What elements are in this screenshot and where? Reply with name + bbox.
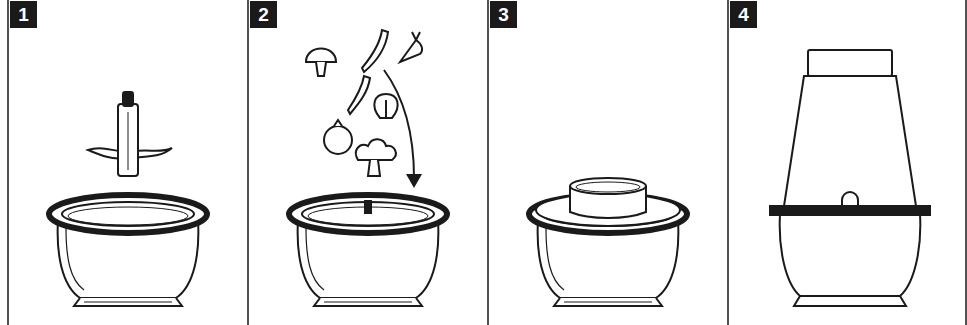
- lid: [536, 178, 680, 226]
- spindle: [364, 200, 372, 214]
- step-number: 3: [498, 5, 509, 24]
- assembled-chopper: [770, 50, 930, 306]
- bowl: [289, 195, 447, 306]
- arrowhead: [406, 174, 422, 188]
- step-badge: 4: [730, 1, 757, 28]
- step-badge: 3: [490, 1, 517, 28]
- step-number: 2: [258, 5, 269, 24]
- bowl: [49, 195, 207, 306]
- step-badge: 1: [10, 1, 37, 28]
- step-number: 4: [738, 5, 749, 24]
- panel-divider: [8, 0, 966, 325]
- blade: [88, 92, 172, 176]
- step-number: 1: [18, 5, 29, 24]
- step-badge: 2: [250, 1, 277, 28]
- vegetables: [306, 30, 422, 176]
- pour-arrow: [384, 70, 414, 178]
